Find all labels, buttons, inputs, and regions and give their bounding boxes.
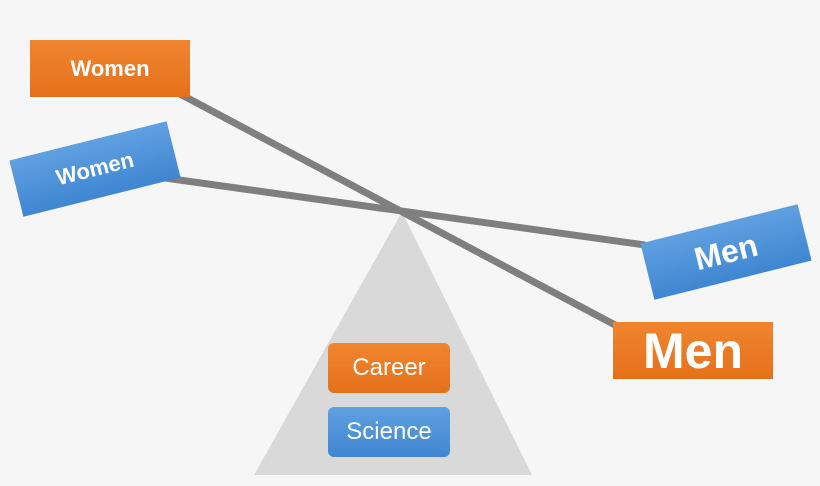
career-women-label: Women <box>30 40 190 97</box>
legend-career: Career <box>328 343 450 393</box>
career-men-label: Men <box>613 322 773 379</box>
science-beam <box>164 174 646 249</box>
legend-science: Science <box>328 407 450 457</box>
